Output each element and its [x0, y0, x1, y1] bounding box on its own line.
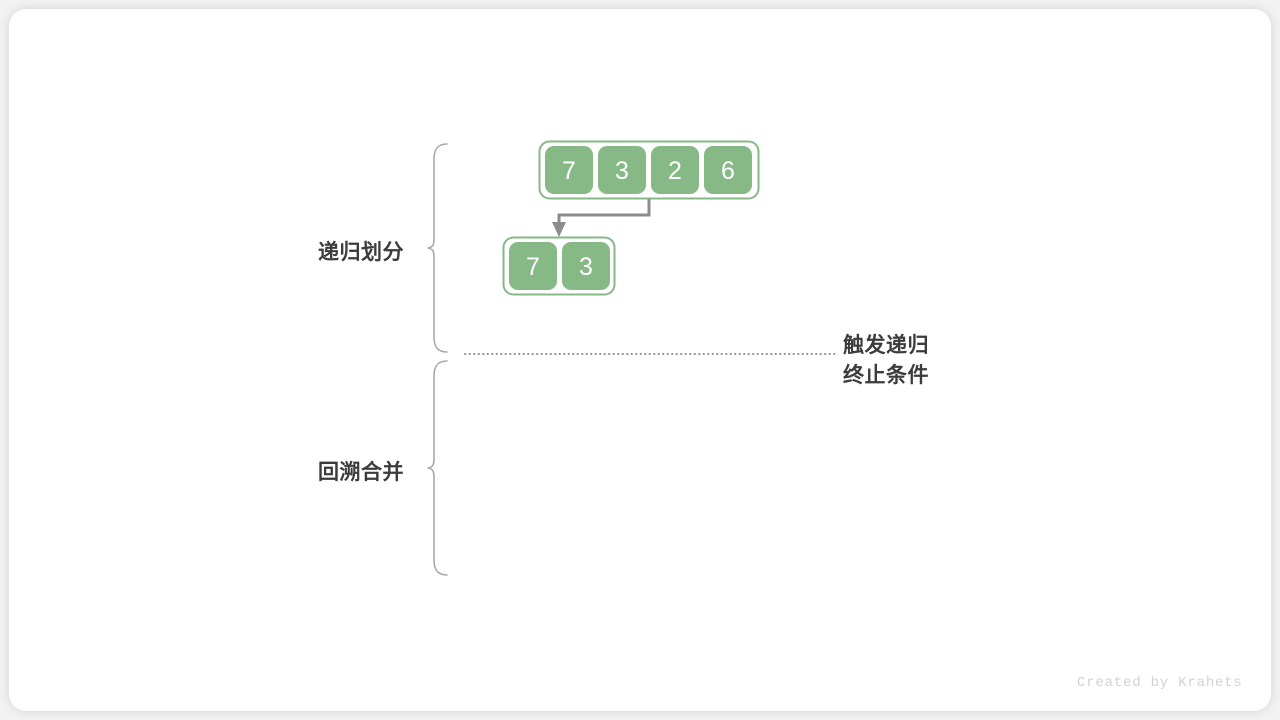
array-left-cell-0 [509, 242, 557, 290]
note-recursion-terminate: 触发递归 终止条件 [843, 331, 929, 391]
array-root-value-1: 3 [615, 157, 629, 185]
array-root-cell-1 [598, 146, 646, 194]
label-backtrack-merge: 回溯合并 [318, 461, 404, 484]
array-root-value-3: 6 [721, 157, 735, 185]
array-root-cell-3 [704, 146, 752, 194]
array-root-cell-2 [651, 146, 699, 194]
diagram-card [9, 9, 1271, 711]
note-recursion-terminate-line1: 触发递归 [843, 334, 929, 357]
label-recursive-divide: 递归划分 [318, 241, 404, 264]
array-left-outline [502, 236, 616, 296]
array-left-subarray: 7 3 [502, 236, 616, 296]
array-root-outline [538, 140, 760, 200]
array-left-value-1: 3 [579, 253, 593, 281]
array-root-value-2: 2 [668, 157, 682, 185]
array-left-value-0: 7 [526, 253, 540, 281]
note-recursion-terminate-line2: 终止条件 [843, 364, 929, 387]
brace-divide [427, 143, 448, 353]
array-root: 7 3 2 6 [538, 140, 760, 200]
brace-merge [427, 360, 448, 576]
array-root-value-0: 7 [562, 157, 576, 185]
divide-arrow [552, 199, 651, 237]
credit-text: Created by Krahets [1077, 675, 1243, 691]
divide-arrow-head [552, 222, 566, 237]
array-root-cell-0 [545, 146, 593, 194]
array-left-cell-1 [562, 242, 610, 290]
